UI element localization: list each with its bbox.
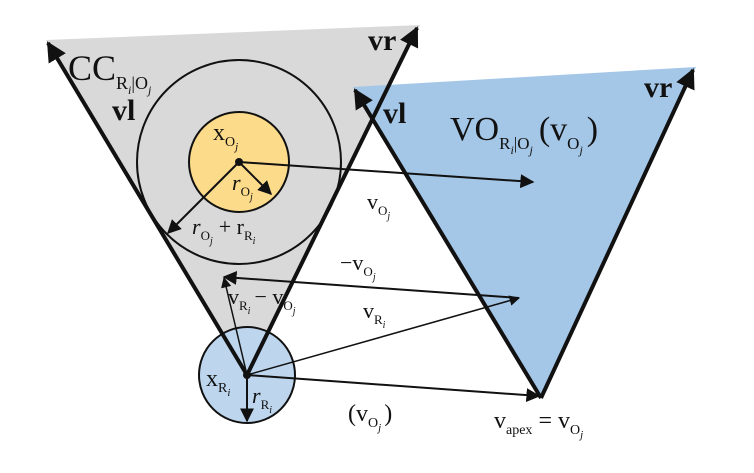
vo-vr-label: vr xyxy=(644,71,672,104)
cc-left-edge xyxy=(46,41,249,377)
cc-vl-label: vl xyxy=(112,94,135,127)
robot-radius-label: rRi xyxy=(252,383,272,416)
velocity-obstacle xyxy=(353,67,696,398)
cc-right-edge xyxy=(245,26,419,376)
relative-velocity-label: vRi− vOj xyxy=(228,284,296,317)
vo-vl-label: vl xyxy=(383,97,406,130)
combined-radius-label: rOj+ rRi xyxy=(192,214,256,247)
robot-velocity-arrow xyxy=(246,295,521,376)
cc-label: CCRi|Oj xyxy=(68,48,152,97)
combined-radius-circle xyxy=(136,59,342,265)
translation-arrow xyxy=(246,374,541,403)
vo-left-edge xyxy=(353,88,543,400)
vo-right-edge xyxy=(539,68,695,399)
robot-position-label: xRi xyxy=(206,366,230,399)
obstacle-velocity-arrow xyxy=(238,161,535,189)
obstacle-velocity-label: vOj xyxy=(367,189,390,222)
neg-obstacle-velocity-label: −vOj xyxy=(340,250,376,283)
neg-obstacle-velocity-arrow xyxy=(222,270,520,299)
translation-label: (vOj) xyxy=(348,401,392,434)
apex-label: vapex= vOj xyxy=(494,408,583,441)
obstacle-radius-arrow xyxy=(238,161,272,195)
combined-radius-arrow xyxy=(167,161,240,234)
robot-velocity-label: vRi xyxy=(363,298,386,331)
vo-label: VORi|Oj(vOj) xyxy=(450,111,598,157)
cc-vr-label: vr xyxy=(368,24,396,57)
relative-velocity-arrow xyxy=(221,276,248,376)
obstacle-radius-label: rOj xyxy=(232,170,253,203)
obstacle-position-label: xOj xyxy=(213,120,238,153)
